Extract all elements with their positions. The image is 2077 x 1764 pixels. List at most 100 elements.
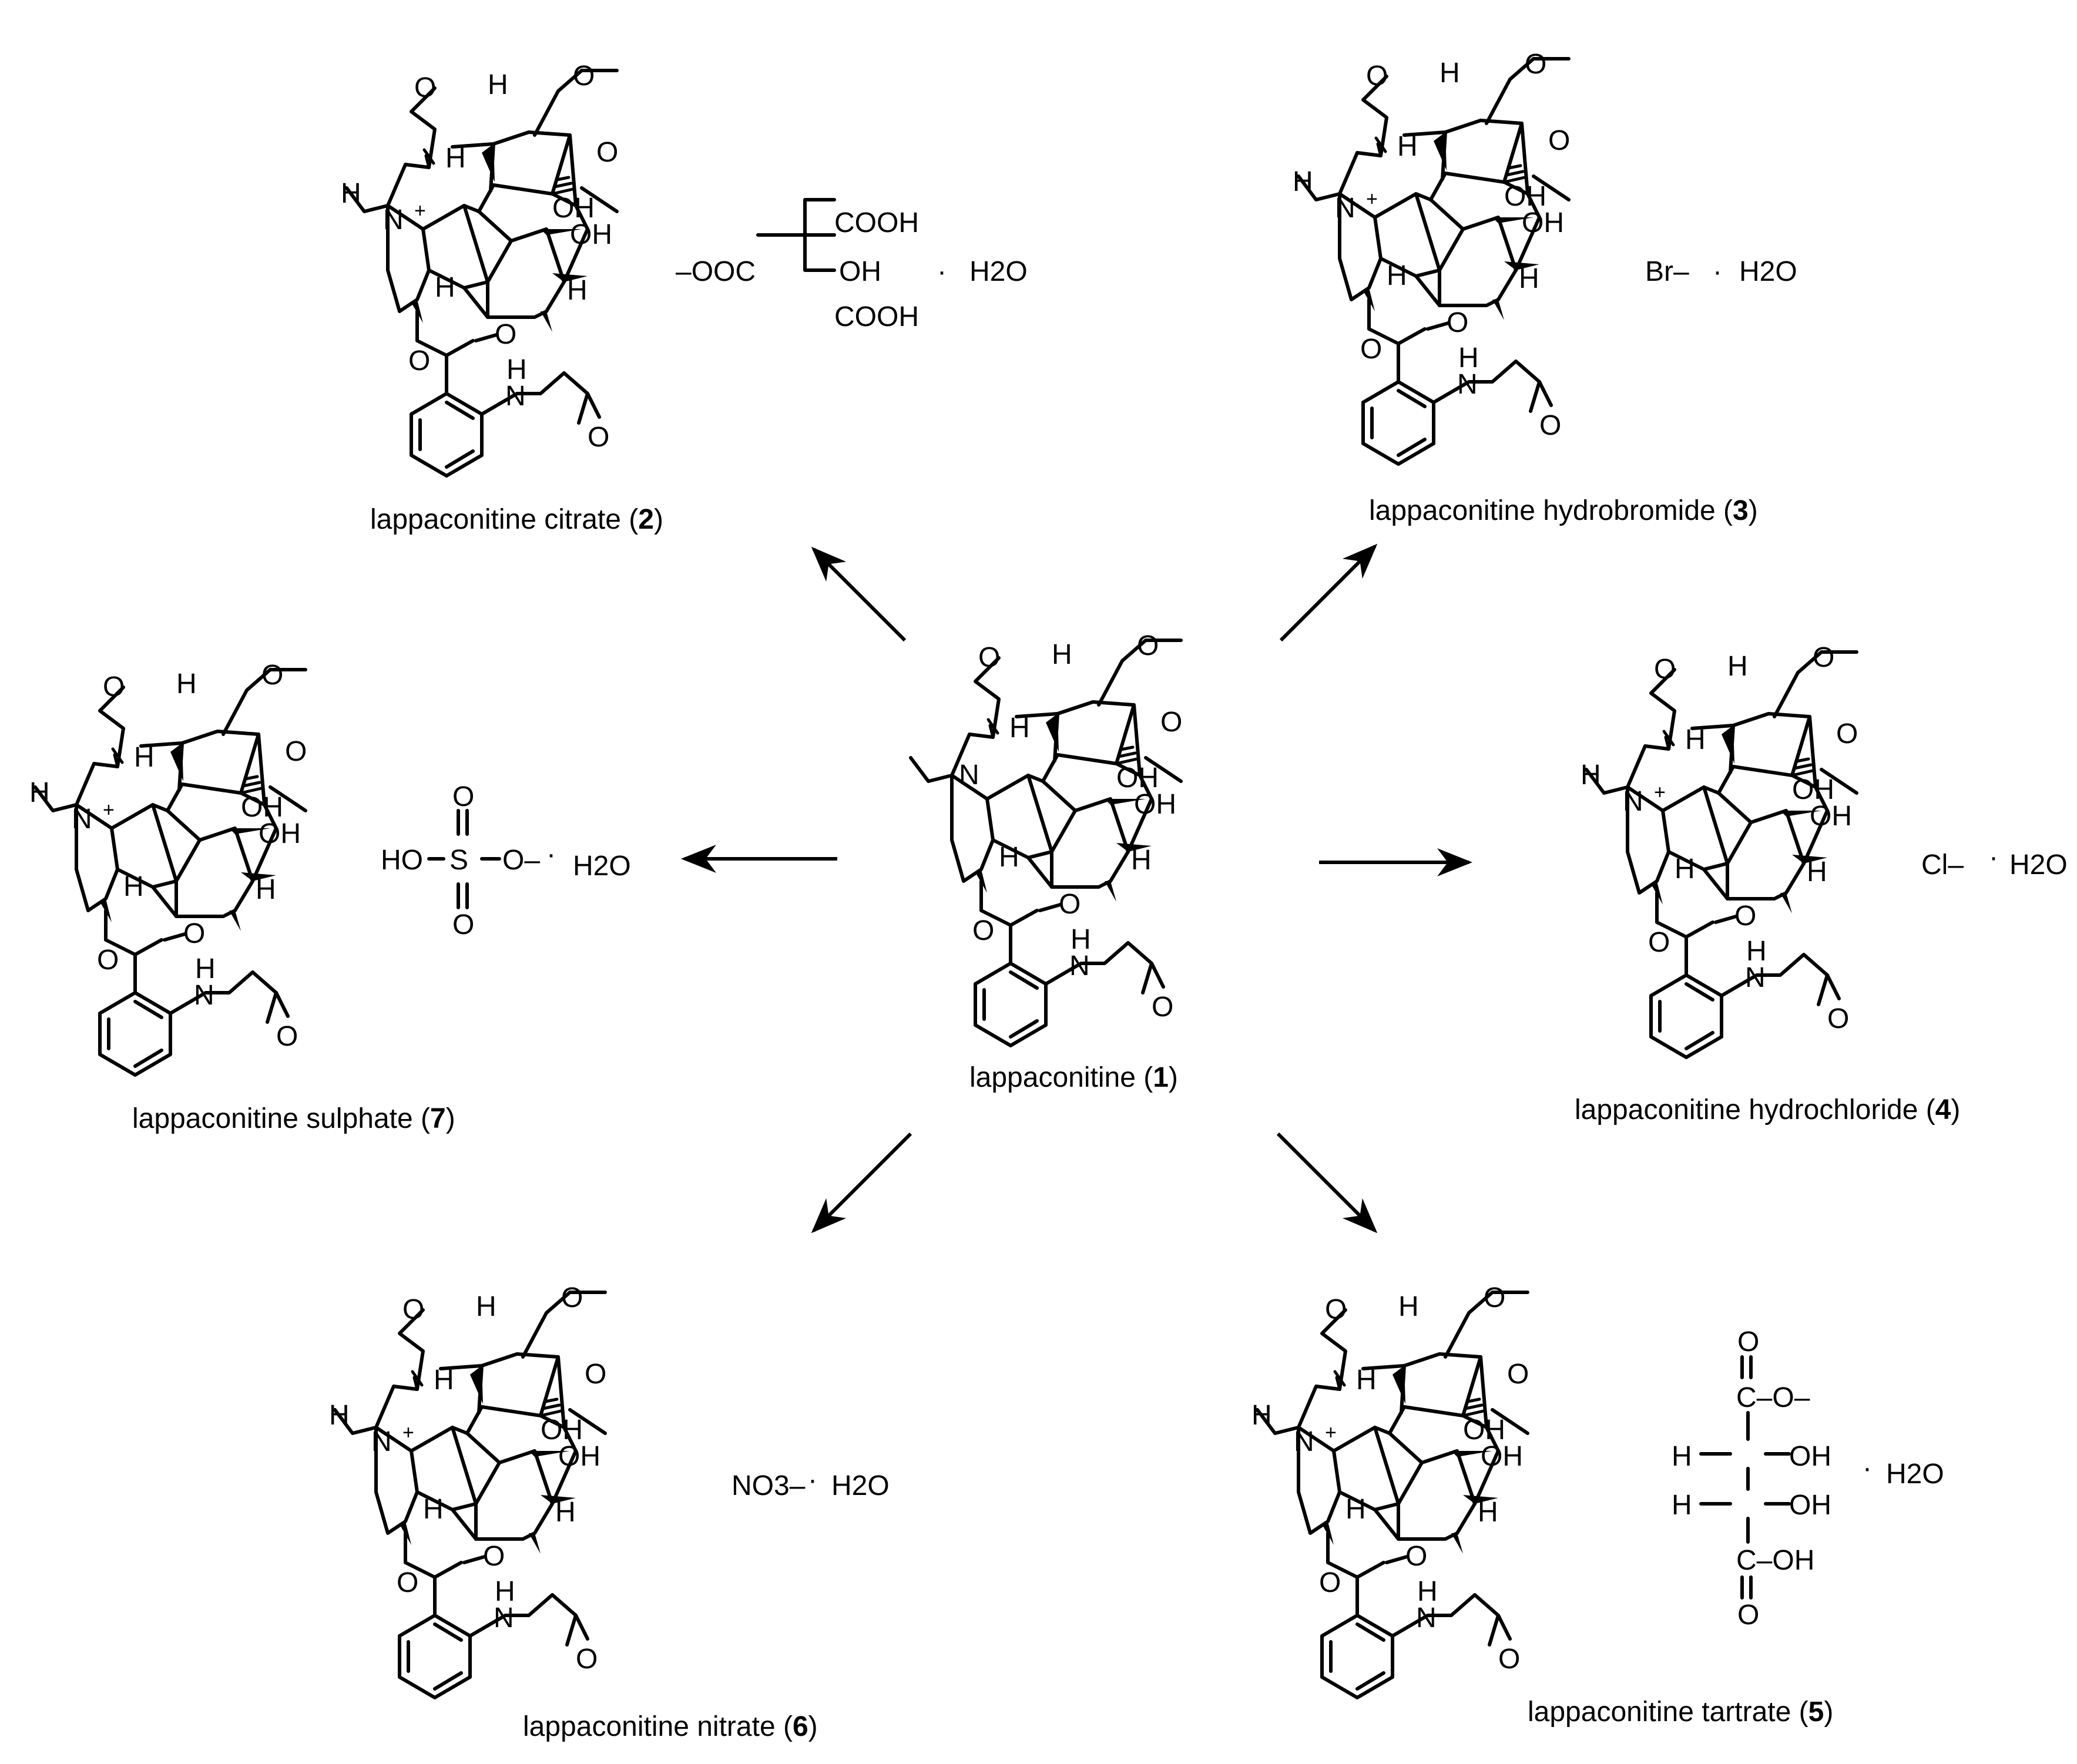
- h-atom: H: [1251, 1400, 1272, 1431]
- h-atom: H: [567, 275, 588, 306]
- plus-charge: +: [1654, 781, 1666, 804]
- citrate-oh: OH: [839, 256, 881, 287]
- h-atom: H: [1478, 1497, 1498, 1528]
- hydroxyl-2: OH: [259, 818, 301, 849]
- h-atom: H: [329, 1400, 350, 1431]
- ester-o: O: [97, 945, 119, 976]
- methoxy-o-right: O: [1836, 718, 1858, 750]
- compound-3-label: lappaconitine hydrobromide (3): [1369, 495, 1758, 526]
- sulphur: S: [449, 845, 468, 876]
- h-atom: H: [445, 143, 466, 174]
- methoxy-o-left: O: [1325, 1294, 1347, 1325]
- amide-o: O: [276, 1021, 298, 1052]
- nitrogen: N: [959, 760, 979, 791]
- h-atom: H: [555, 1497, 576, 1528]
- h-atom: H: [1009, 713, 1030, 744]
- hydrate: H2O: [2009, 849, 2068, 881]
- hydrate: H2O: [831, 1470, 890, 1501]
- amide-h: H: [495, 1576, 515, 1607]
- amide-h: H: [1071, 924, 1091, 955]
- ammonium-n: N: [1335, 193, 1355, 224]
- citrate-cooh-top: COOH: [834, 207, 919, 238]
- compound-3-structure: O H O O H OH OH H N + H H O O N H O: [1293, 49, 1570, 464]
- hydroxyl-1: OH: [241, 792, 283, 823]
- carbonyl-o: O: [483, 1541, 505, 1572]
- methoxy-o-top: O: [1137, 630, 1159, 661]
- h-atom: H: [176, 668, 197, 700]
- amide-o: O: [576, 1644, 598, 1675]
- tartrate-carboxyl: C–OH: [1736, 1545, 1814, 1576]
- carbonyl-o: O: [1059, 889, 1081, 920]
- methoxy-o-top: O: [261, 660, 283, 691]
- compound-5-label: lappaconitine tartrate (5): [1528, 1696, 1833, 1728]
- methoxy-o-top: O: [561, 1282, 583, 1313]
- hydrate: H2O: [1886, 1459, 1944, 1490]
- plus-charge: +: [1366, 188, 1378, 210]
- chloride-ion: Cl–: [1921, 849, 1964, 881]
- methoxy-o-left: O: [103, 671, 125, 703]
- h-atom: H: [423, 1494, 444, 1525]
- methoxy-o-top: O: [1813, 642, 1834, 673]
- hydroxyl-1: OH: [1792, 774, 1834, 805]
- methoxy-o-top: O: [1525, 49, 1546, 80]
- tartrate-oh-1: OH: [1789, 1441, 1831, 1472]
- hydrate: H2O: [969, 256, 1028, 287]
- compound-6-structure: O H O O H OH OH H N + H H O O N H O: [329, 1282, 606, 1698]
- hydroxyl-2: OH: [1134, 789, 1176, 820]
- methoxy-o-left: O: [1366, 61, 1388, 92]
- amide-n: N: [505, 381, 526, 412]
- ester-o: O: [1360, 334, 1382, 365]
- amide-n: N: [1416, 1602, 1437, 1634]
- plus-charge: +: [103, 799, 115, 821]
- h-atom: H: [123, 871, 144, 902]
- methoxy-o-right: O: [1507, 1359, 1529, 1390]
- h-atom: H: [1519, 263, 1539, 294]
- hydrate-dot: ·: [546, 839, 556, 870]
- bromide-counterion: Br– · H2O: [1645, 256, 1797, 287]
- ammonium-n: N: [371, 1426, 392, 1457]
- hydrate: H2O: [1739, 256, 1797, 287]
- ester-o: O: [397, 1567, 418, 1598]
- h-atom: H: [256, 874, 276, 905]
- hydroxyl-2: OH: [570, 219, 612, 250]
- carbonyl-o: O: [1405, 1541, 1427, 1572]
- h-atom: H: [1807, 856, 1827, 888]
- ester-o: O: [1319, 1567, 1341, 1598]
- tartrate-h-1: H: [1672, 1441, 1692, 1472]
- methoxy-o-right: O: [1160, 707, 1182, 738]
- ammonium-n: N: [1623, 786, 1643, 817]
- arrow-to-3: [1279, 543, 1378, 642]
- h-atom: H: [1675, 854, 1695, 885]
- compound-6-label: lappaconitine nitrate (6): [523, 1711, 818, 1742]
- compound-1-structure: O H O O H OH OH N H H O O N H O: [911, 630, 1182, 1046]
- compound-7-structure: O H O O H OH OH H N + H H O O N H O: [29, 660, 307, 1075]
- h-atom: H: [1397, 131, 1418, 162]
- compound-5-structure: O H O O H OH OH H N + H H O O N H O: [1251, 1282, 1529, 1698]
- nitrate-ion: NO3–: [732, 1470, 806, 1501]
- chloride-counterion: Cl– · H2O: [1921, 842, 2068, 881]
- h-atom: H: [1356, 1365, 1377, 1396]
- amide-n: N: [1457, 369, 1478, 400]
- compound-7-label: lappaconitine sulphate (7): [132, 1103, 455, 1134]
- amide-h: H: [1746, 936, 1767, 967]
- sulphate-o-minus: O–: [502, 845, 540, 876]
- compound-4-label: lappaconitine hydrochloride (4): [1575, 1094, 1960, 1125]
- citrate-cooh-bottom: COOH: [834, 301, 919, 332]
- amide-o: O: [588, 422, 609, 453]
- tartrate-counterion: O C–O– H OH H OH C–OH O · H2O: [1672, 1326, 1944, 1631]
- h-atom: H: [1398, 1291, 1419, 1322]
- amide-o: O: [1827, 1003, 1849, 1034]
- methoxy-o-left: O: [402, 1294, 424, 1325]
- h-atom: H: [1440, 58, 1460, 89]
- sulphate-counterion: HO S O– O O · H2O: [381, 781, 631, 940]
- carbonyl-o: O: [1447, 307, 1468, 338]
- amide-n: N: [194, 980, 214, 1011]
- bromide-ion: Br–: [1645, 256, 1689, 287]
- methoxy-o-right: O: [585, 1359, 606, 1390]
- tartrate-h-2: H: [1672, 1490, 1692, 1521]
- arrow-to-6: [811, 1132, 912, 1234]
- methoxy-o-left: O: [414, 72, 436, 103]
- amide-n: N: [1745, 962, 1766, 993]
- methoxy-o-top: O: [1484, 1282, 1505, 1313]
